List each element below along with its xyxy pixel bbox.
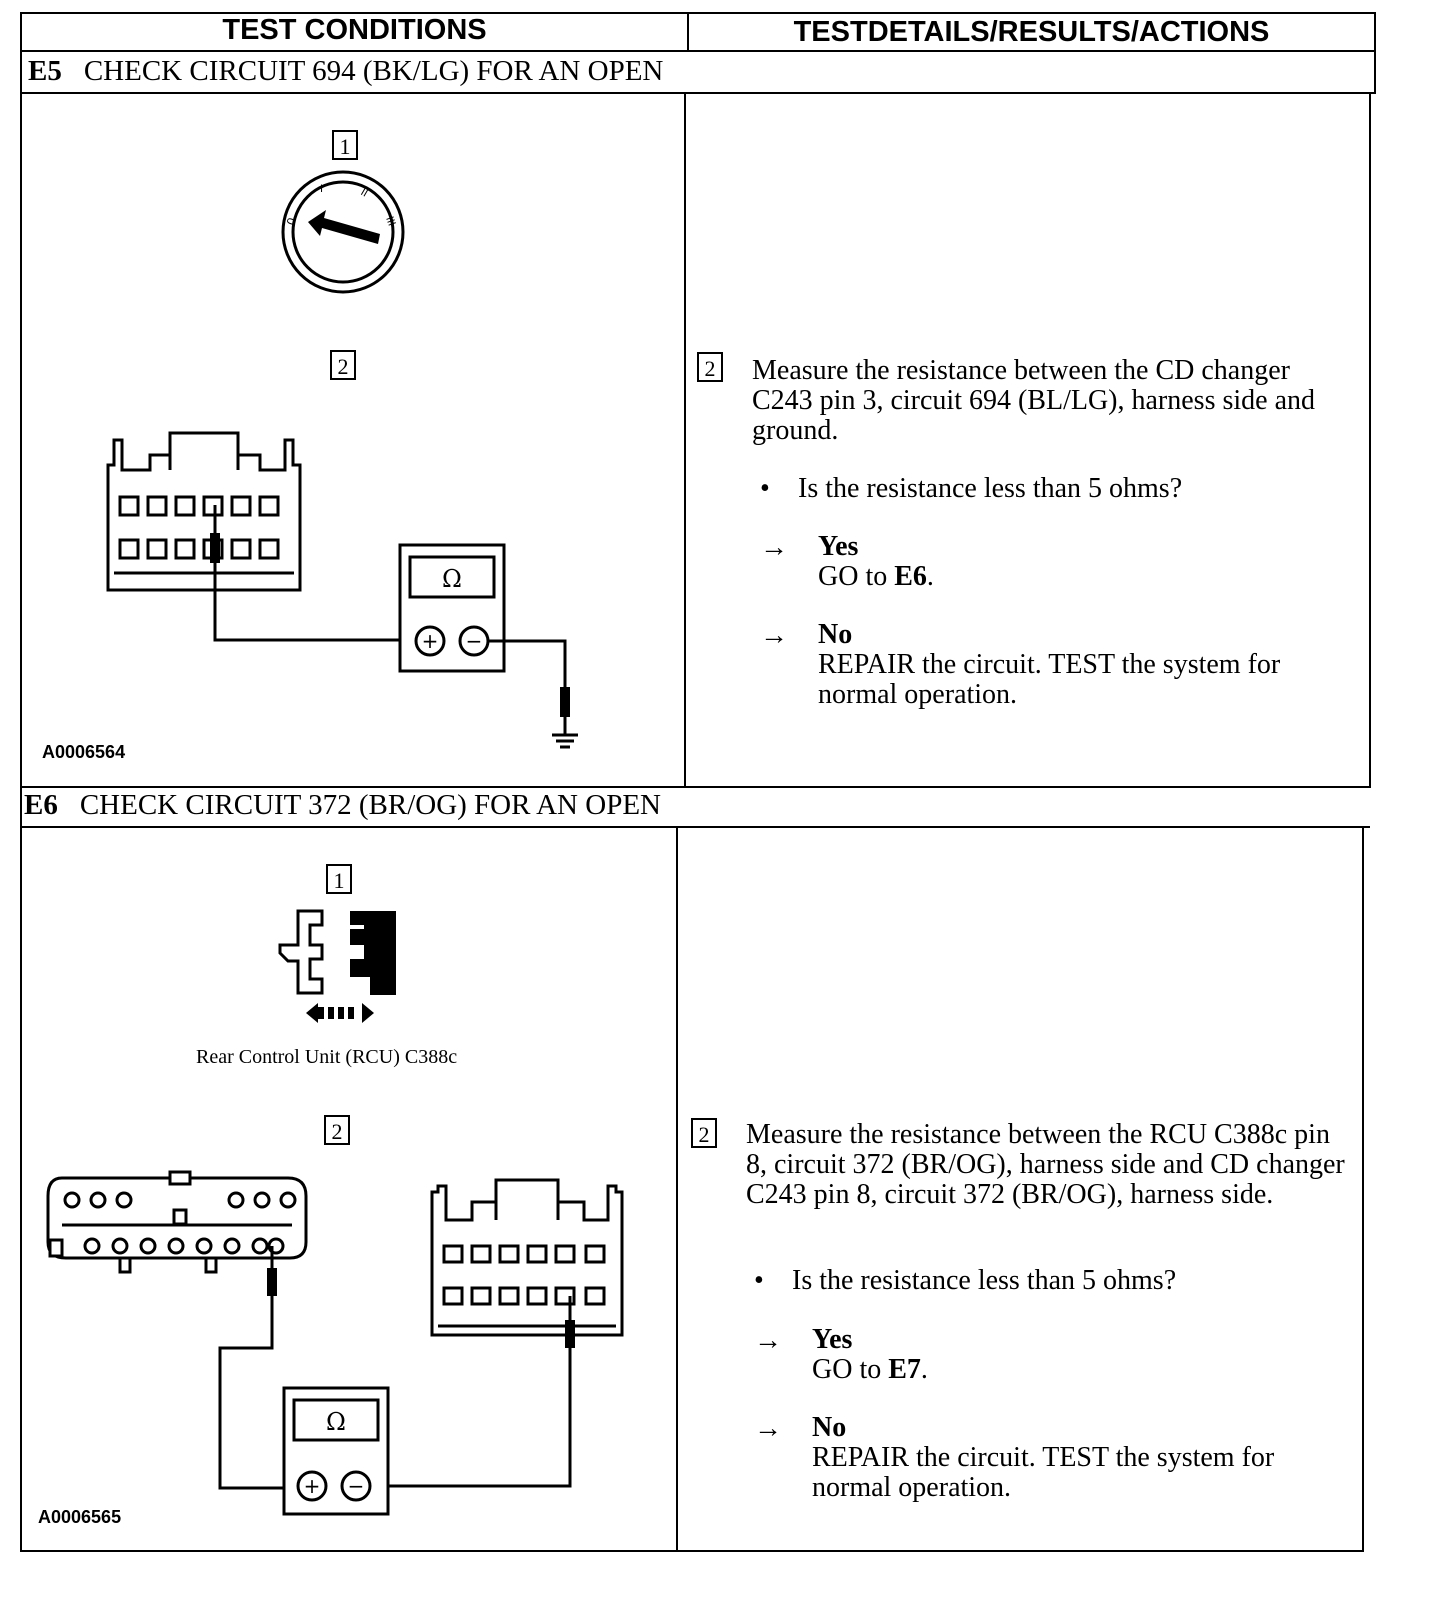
e5-title-text: CHECK CIRCUIT 694 (BK/LG) FOR AN OPEN	[83, 55, 664, 87]
connector-icon	[106, 431, 302, 592]
e5-no-arrow: →	[760, 620, 788, 651]
e6-minus-label: −	[348, 1474, 365, 1498]
ohmmeter-icon: Ω + −	[398, 543, 506, 673]
e5-step-id: E5	[28, 55, 62, 87]
header-bottom-border	[20, 50, 1376, 52]
e6-figure-caption: Rear Control Unit (RCU) C388c	[196, 1046, 458, 1068]
ground-icon	[552, 717, 578, 749]
e6-figure-id: A0006565	[38, 1507, 122, 1527]
e6-question: Is the resistance less than 5 ohms?	[792, 1265, 1177, 1296]
e5-title: E5 CHECK CIRCUIT 694 (BK/LG) FOR AN OPEN	[28, 55, 663, 88]
e6-yes-action-prefix: GO to	[812, 1354, 889, 1385]
e5-yes-label: Yes	[818, 531, 859, 562]
table-right-border-e6	[1362, 826, 1364, 1552]
e5-column-divider	[684, 92, 686, 788]
table-bottom-border	[20, 1550, 1364, 1552]
e6-no-label: No	[812, 1412, 847, 1443]
e5-yes-action-suffix: .	[926, 561, 934, 592]
table-right-border-top	[1374, 12, 1376, 94]
e6-step-id: E6	[24, 789, 58, 821]
connector-icon	[430, 1178, 624, 1337]
e6-figure-step-2: 2	[324, 1115, 350, 1145]
header-test-details: TESTDETAILS/RESULTS/ACTIONS	[793, 16, 1270, 48]
e6-no-action: REPAIR the circuit. TEST the system for …	[812, 1442, 1275, 1503]
e6-title: E6 CHECK CIRCUIT 372 (BR/OG) FOR AN OPEN	[24, 789, 661, 822]
e6-instruction-step-number: 2	[691, 1118, 717, 1148]
header-divider	[687, 12, 689, 52]
e5-instruction-text: Measure the resistance between the CD ch…	[752, 355, 1316, 446]
e6-yes-arrow: →	[754, 1325, 782, 1356]
disconnect-arrow-icon	[278, 909, 396, 1023]
ignition-switch-icon: 0 I II III	[281, 170, 405, 294]
e5-question: Is the resistance less than 5 ohms?	[798, 473, 1183, 504]
e6-meter-symbol: Ω	[326, 1408, 346, 1436]
table-right-border-e5	[1369, 92, 1371, 788]
rcu-connector-icon	[46, 1170, 308, 1274]
e5-minus-label: −	[466, 629, 483, 653]
svg-text:I: I	[320, 183, 323, 195]
e6-yes-label: Yes	[812, 1324, 853, 1355]
e5-no-answer: No REPAIR the circuit. TEST the system f…	[818, 620, 1328, 710]
e6-title-text: CHECK CIRCUIT 372 (BR/OG) FOR AN OPEN	[79, 789, 661, 821]
table-top-border	[20, 12, 1376, 14]
header-test-conditions: TEST CONDITIONS	[222, 14, 487, 46]
svg-text:0: 0	[284, 216, 300, 227]
e5-figure-step-1: 1	[332, 130, 358, 160]
e6-no-answer: No REPAIR the circuit. TEST the system f…	[812, 1413, 1322, 1503]
e5-no-action: REPAIR the circuit. TEST the system for …	[818, 649, 1281, 710]
e5-yes-action-target: E6	[894, 561, 927, 592]
e6-title-bottom-border	[20, 826, 1370, 828]
e5-no-label: No	[818, 619, 853, 650]
e6-bullet: •	[754, 1265, 764, 1296]
e5-bottom-border	[20, 786, 1370, 788]
e5-meter-symbol: Ω	[442, 565, 462, 593]
e6-figure-step-1: 1	[326, 864, 352, 894]
e5-plus-label: +	[422, 629, 439, 653]
e5-yes-action-prefix: GO to	[818, 561, 895, 592]
e6-column-divider	[676, 826, 678, 1552]
ohmmeter-icon: Ω + −	[282, 1386, 390, 1516]
svg-text:II: II	[359, 186, 370, 199]
e6-yes-answer: Yes GO to E7.	[812, 1325, 1332, 1385]
e5-title-bottom-border	[20, 92, 1376, 94]
e6-yes-action-suffix: .	[920, 1354, 928, 1385]
e6-no-arrow: →	[754, 1413, 782, 1444]
e5-figure-step-2: 2	[330, 350, 356, 380]
table-left-border	[20, 12, 22, 1552]
e5-bullet: •	[760, 473, 770, 504]
e5-yes-answer: Yes GO to E6.	[818, 532, 1338, 592]
e5-instruction-step-number: 2	[697, 352, 723, 382]
e6-yes-action-target: E7	[888, 1354, 921, 1385]
e6-wiring-diagram: Ω + −	[46, 1170, 624, 1516]
e5-yes-arrow: →	[760, 532, 788, 563]
e6-plus-label: +	[304, 1474, 321, 1498]
e5-wiring-diagram: Ω + −	[106, 431, 578, 749]
svg-text:III: III	[383, 215, 397, 228]
e5-figure-id: A0006564	[42, 742, 126, 762]
e6-instruction-text: Measure the resistance between the RCU C…	[746, 1119, 1345, 1210]
